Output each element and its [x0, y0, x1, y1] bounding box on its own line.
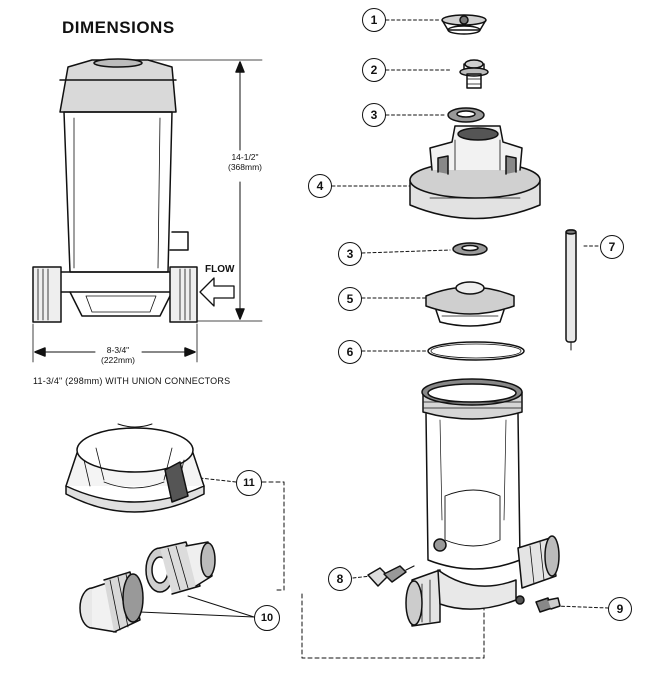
part-11-stand	[65, 423, 205, 513]
callout-8: 8	[328, 567, 352, 591]
height-dimension-label: 14-1/2" (368mm)	[222, 152, 268, 172]
part-3-seal-upper	[447, 107, 485, 123]
part-7-tube	[565, 229, 577, 351]
callout-11: 11	[236, 470, 262, 496]
part-2-valve-stem	[459, 59, 489, 89]
callout-2: 2	[362, 58, 386, 82]
width-dimension-imperial: 8-3/4"	[106, 345, 130, 355]
union-connector-note: 11-3/4" (298mm) WITH UNION CONNECTORS	[33, 376, 231, 386]
height-dimension-metric: (368mm)	[227, 162, 262, 172]
diagram-title: DIMENSIONS	[62, 18, 175, 37]
flow-label: FLOW	[205, 264, 235, 275]
main-body	[405, 378, 560, 627]
width-dimension-metric: (222mm)	[100, 355, 135, 365]
part-8-valve	[367, 565, 415, 587]
callout-3-lower: 3	[338, 242, 362, 266]
part-9-plug	[535, 597, 561, 613]
part-3-seal-lower	[452, 242, 488, 256]
part-1-knob	[441, 14, 487, 35]
callout-9: 9	[608, 597, 632, 621]
part-5-inner-cap	[425, 281, 515, 327]
callout-7: 7	[600, 235, 624, 259]
callout-leaders-solid	[139, 595, 255, 618]
callout-5: 5	[338, 287, 362, 311]
callout-4: 4	[308, 174, 332, 198]
callout-10: 10	[254, 605, 280, 631]
callout-1: 1	[362, 8, 386, 32]
assembly-bracket	[261, 481, 485, 659]
callout-3-upper: 3	[362, 103, 386, 127]
height-dimension-imperial: 14-1/2"	[231, 152, 259, 162]
callout-leaders	[199, 19, 609, 609]
assembled-feeder-drawing	[32, 58, 263, 363]
part-10-union-connectors	[79, 541, 216, 633]
callout-6: 6	[338, 340, 362, 364]
part-4-lid	[409, 125, 541, 220]
part-6-o-ring	[427, 341, 525, 361]
width-dimension-label: 8-3/4" (222mm)	[95, 345, 141, 365]
